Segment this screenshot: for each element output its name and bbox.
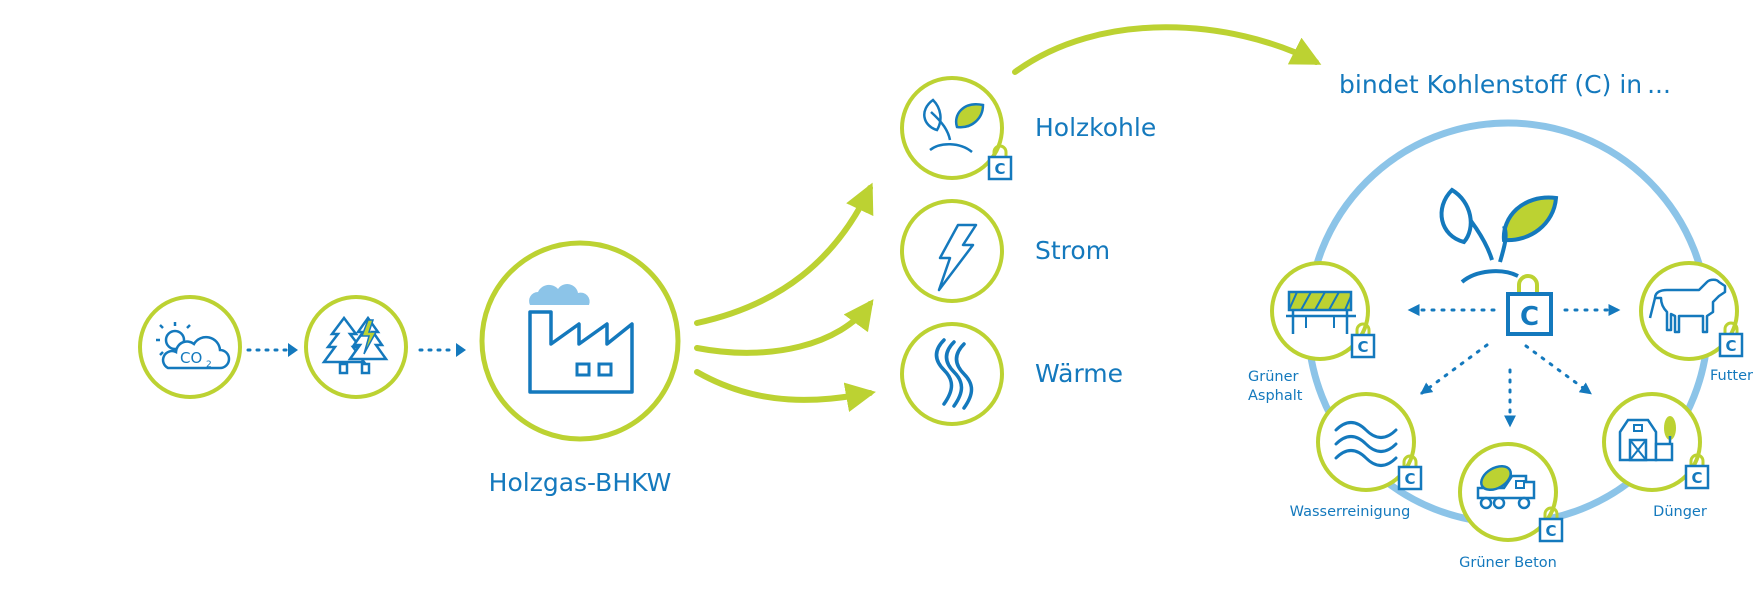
water-waves-icon	[1334, 421, 1398, 467]
output-label-strom: Strom	[1035, 236, 1111, 265]
sprout-icon	[923, 98, 985, 154]
central-lock-icon: C	[1506, 274, 1553, 336]
co2-node: CO 2	[138, 295, 242, 399]
wood-node	[304, 295, 408, 399]
output-strom	[900, 199, 1004, 303]
barn-icon	[1618, 416, 1676, 462]
svg-text:C: C	[1520, 302, 1539, 332]
use-gruener-beton	[1458, 442, 1564, 543]
use-label-gruener-beton: Grüner Beton	[1459, 555, 1557, 571]
svg-text:CO: CO	[180, 349, 202, 367]
use-duenger	[1602, 392, 1710, 492]
use-label-wasserreinigung: Wasserreinigung	[1289, 504, 1411, 520]
output-arrows	[694, 24, 1322, 413]
output-waerme	[900, 322, 1004, 426]
output-holzkohle	[900, 76, 1013, 181]
concrete-mixer-icon	[1476, 464, 1536, 510]
use-label-gruener-asphalt: Grüner Asphalt	[1248, 369, 1303, 404]
dotted-arrow-2	[418, 343, 466, 357]
central-sprout-icon	[1439, 187, 1559, 284]
carbon-dotted-arrows	[1407, 304, 1621, 428]
lightning-icon	[937, 223, 978, 292]
asphalt-barrier-icon	[1286, 290, 1356, 334]
use-label-duenger: Dünger	[1653, 504, 1707, 520]
bhkw-label: Holzgas-BHKW	[488, 468, 672, 497]
svg-text:2: 2	[206, 360, 212, 370]
use-wasserreinigung	[1316, 392, 1423, 492]
co2-sun-cloud-icon: CO 2	[156, 322, 231, 370]
dotted-arrow-1	[246, 343, 298, 357]
heat-waves-icon	[934, 338, 974, 410]
trees-lightning-icon	[321, 315, 389, 375]
output-label-waerme: Wärme	[1035, 359, 1124, 388]
output-label-holzkohle: Holzkohle	[1035, 113, 1157, 142]
carbon-heading: bindet Kohlenstoff (C) in ...	[1339, 70, 1671, 99]
bhkw-node	[479, 240, 681, 442]
use-label-futter: Futter	[1710, 368, 1753, 384]
use-gruener-asphalt	[1270, 261, 1376, 361]
cow-icon	[1648, 278, 1727, 334]
use-futter	[1639, 261, 1744, 361]
factory-icon	[528, 284, 634, 394]
